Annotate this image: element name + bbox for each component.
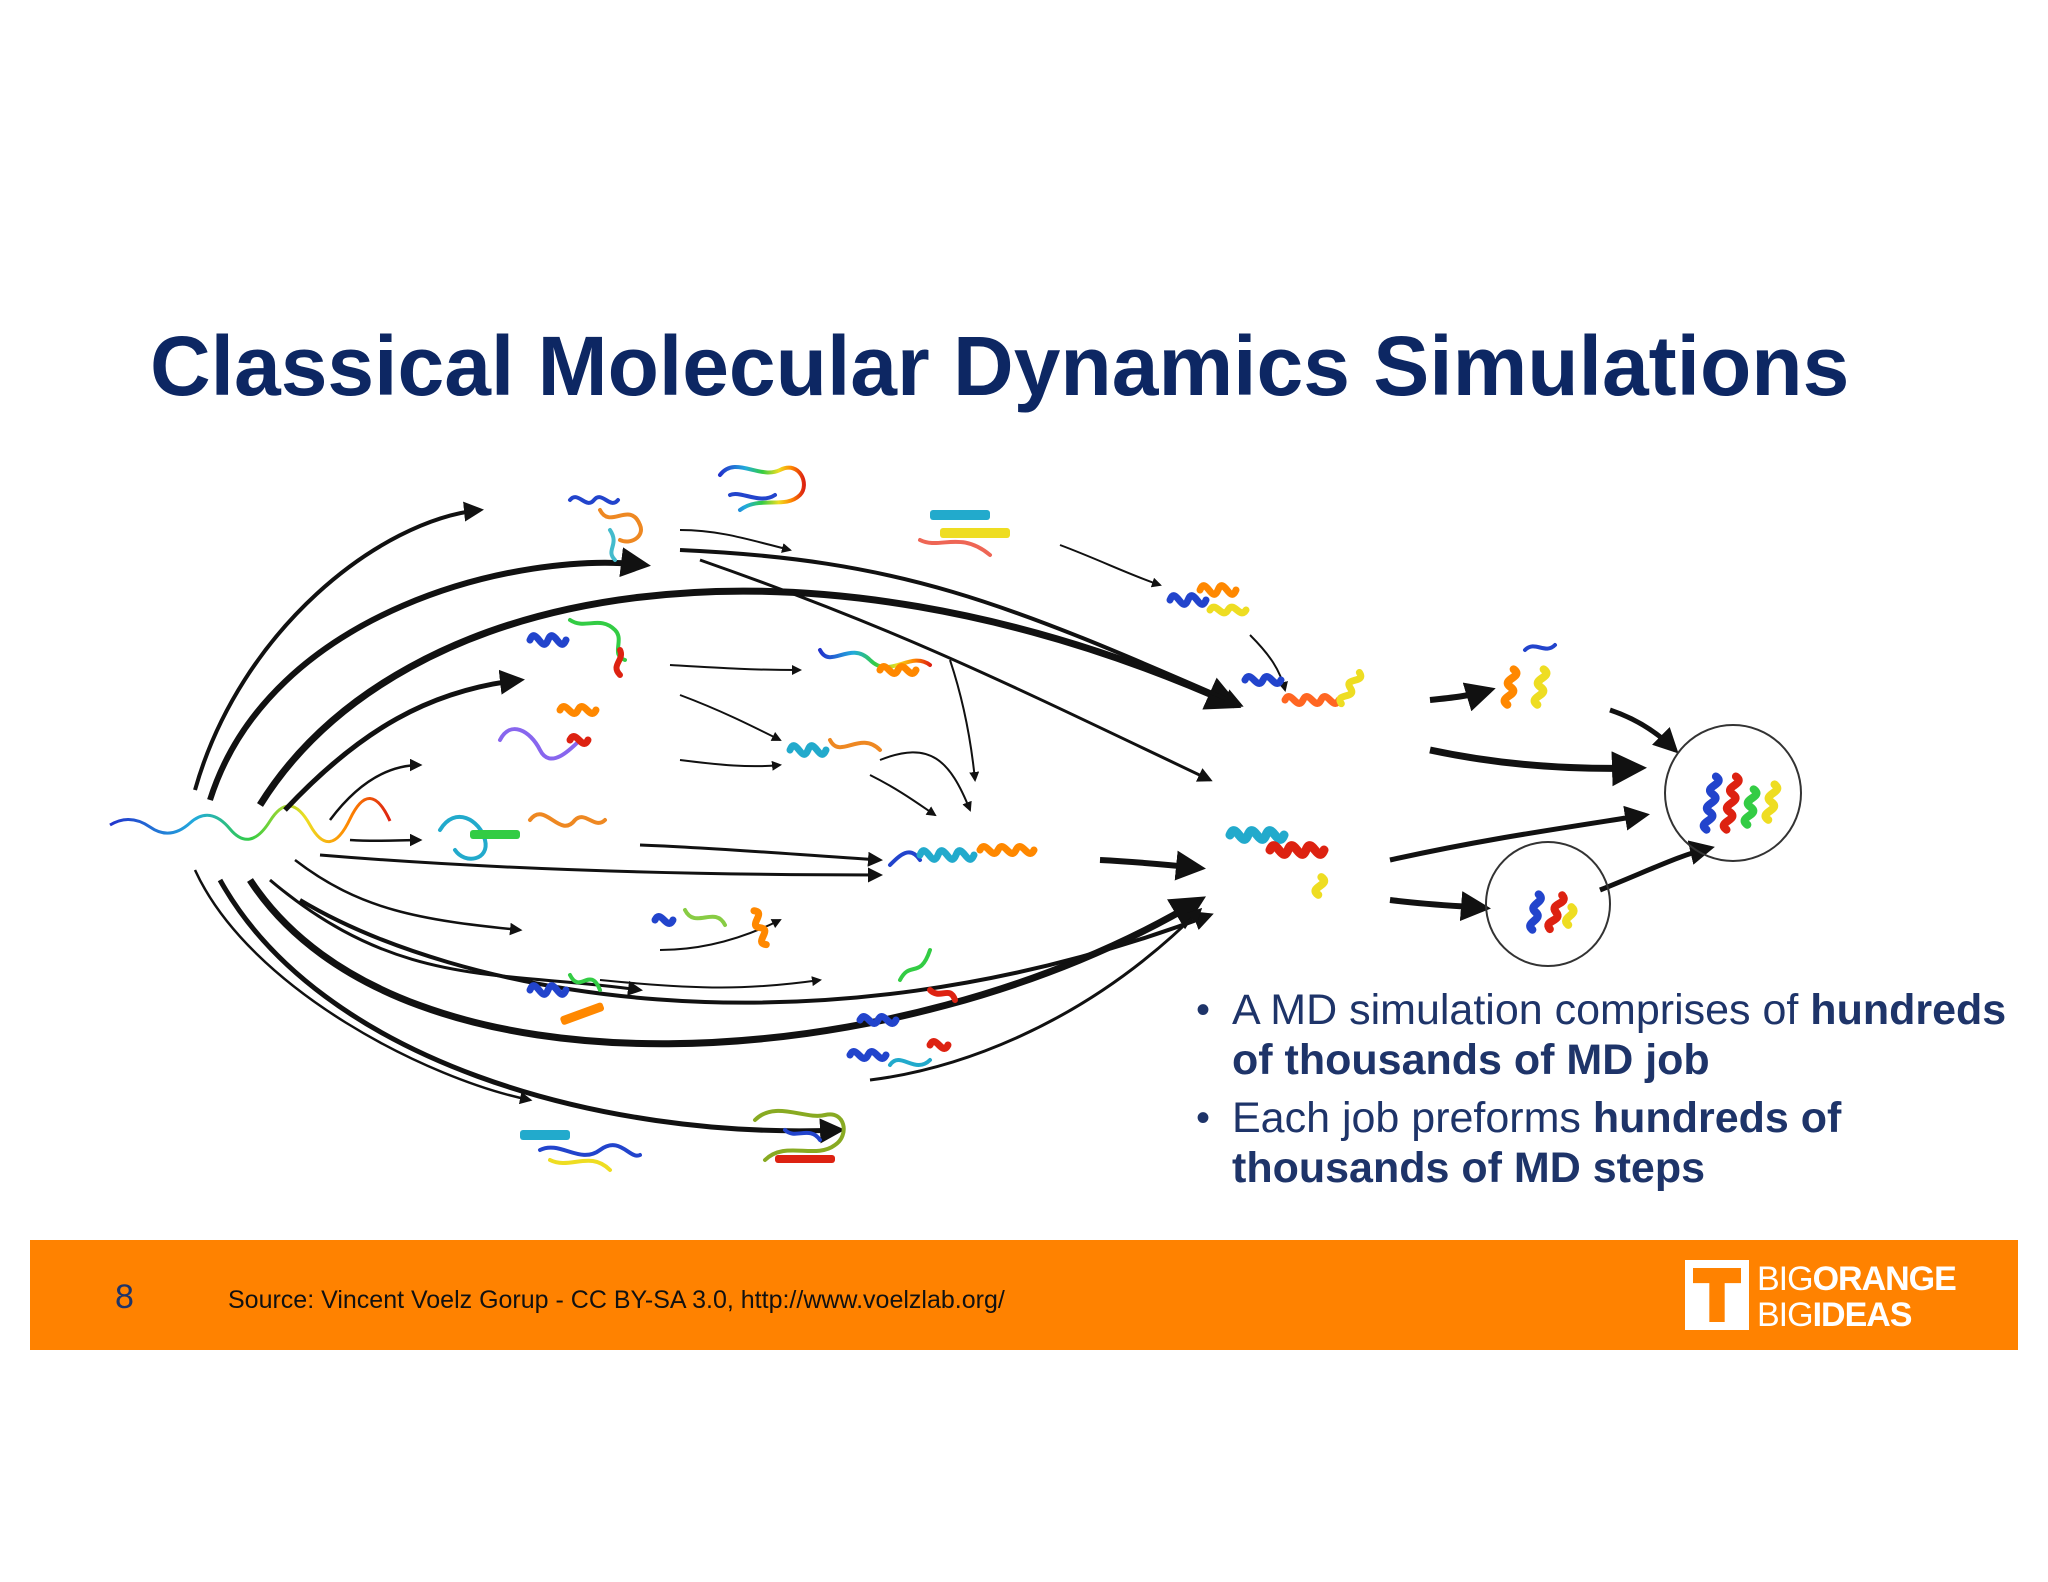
power-t-icon: [1685, 1260, 1749, 1330]
protein-structure: [651, 907, 770, 949]
logo-text: ORANGE: [1812, 1260, 1957, 1298]
protein-structure: [718, 464, 806, 512]
page-number: 8: [115, 1278, 134, 1316]
protein-structure: [818, 648, 932, 677]
protein-structure: [1166, 582, 1250, 617]
protein-structure: [438, 812, 607, 861]
folding-network-diagram: [109, 464, 1802, 1172]
protein-structure: [1225, 826, 1329, 899]
protein-structure: [753, 1109, 846, 1163]
protein-structure: [1500, 643, 1557, 709]
logo-text: BIG: [1757, 1296, 1814, 1334]
bullet-text-bold: hundreds of thousands of MD job: [1232, 986, 2007, 1084]
source-citation: Source: Vincent Voelz Gorup - CC BY-SA 3…: [228, 1286, 1005, 1314]
bullet-text-bold: hundreds of thousands of MD steps: [1232, 1094, 1842, 1192]
protein-structure: [1526, 890, 1578, 934]
bullet-item: • A MD simulation comprises of hundreds …: [1190, 985, 2010, 1085]
big-orange-big-ideas-logo: BIGORANGE BIGIDEAS: [1685, 1260, 1995, 1332]
bullet-list: • A MD simulation comprises of hundreds …: [1190, 985, 2010, 1201]
bullet-marker: •: [1196, 1096, 1211, 1140]
protein-structure: [918, 510, 1010, 557]
protein-structure: [526, 973, 605, 1025]
protein-structure: [888, 843, 1038, 867]
protein-structure: [1241, 668, 1365, 708]
native-state-circle: [1485, 724, 1802, 967]
unfolded-chain: [109, 797, 392, 844]
protein-structure: [568, 495, 643, 562]
footer-bar: 8 Source: Vincent Voelz Gorup - CC BY-SA…: [30, 1240, 2018, 1350]
bullet-marker: •: [1196, 988, 1211, 1032]
logo-text: BIG: [1757, 1260, 1814, 1298]
protein-structure: [846, 1038, 952, 1067]
protein-structure: [498, 703, 600, 761]
protein-structure: [520, 1130, 642, 1172]
logo-text: IDEAS: [1812, 1296, 1913, 1334]
bullet-text: A MD simulation comprises of: [1232, 986, 1811, 1034]
protein-structure: [526, 618, 627, 678]
bullet-item: • Each job preforms hundreds of thousand…: [1190, 1093, 2010, 1193]
slide-title: Classical Molecular Dynamics Simulations: [150, 319, 1850, 413]
bullet-text: Each job preforms: [1232, 1094, 1593, 1142]
protein-structure: [856, 948, 958, 1027]
protein-structure: [786, 738, 882, 758]
protein-structure: [1699, 772, 1782, 834]
